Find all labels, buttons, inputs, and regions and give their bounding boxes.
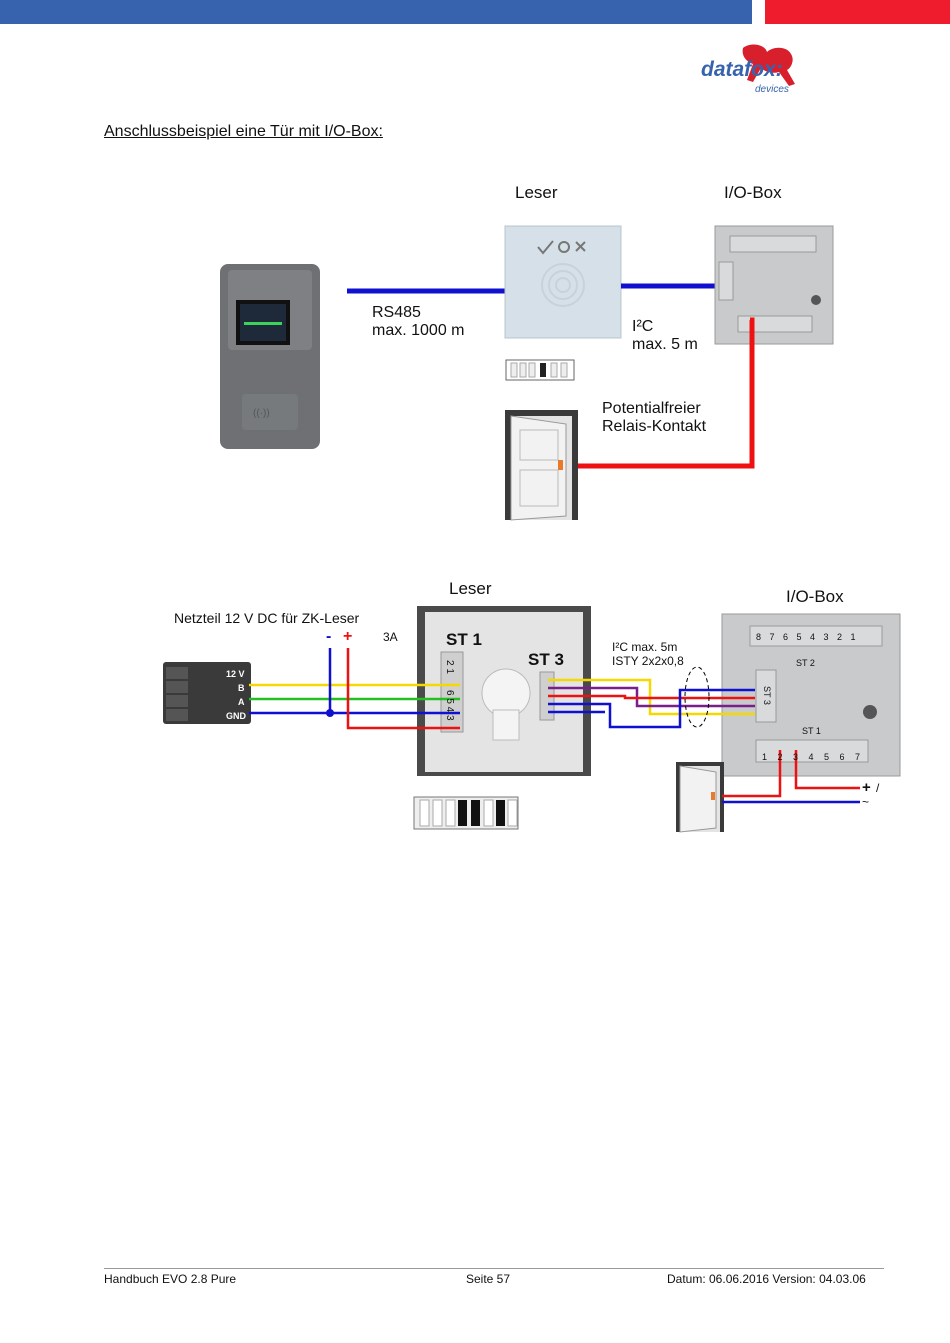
psu-label: Netzteil 12 V DC für ZK-Leser [174,610,360,626]
header-bar-blue [0,0,752,24]
i2c-label-2: I²C max. 5m [612,640,678,654]
wiring-diagrams: ((·)) [163,225,901,833]
pin-a: A [238,697,245,707]
pin-b: B [238,683,245,693]
svg-text:((·)): ((·)) [253,408,270,419]
dip-switch-2 [413,796,519,830]
footer-divider [104,1268,884,1269]
footer-manual: Handbuch EVO 2.8 Pure [104,1272,237,1286]
power-connector [163,662,251,724]
door-2 [676,762,724,833]
power-ac: ~ [862,795,870,809]
reader-st1-lower-pins: 6 5 4 3 [444,690,455,721]
power-plus: + [862,779,871,796]
iobox-label-2: I/O-Box [786,587,844,606]
leser-label-2: Leser [449,579,492,598]
logo-word: datafox: [701,58,783,81]
pin-gnd: GND [226,711,246,721]
reader-st1: ST 1 [446,630,482,649]
psu-minus: - [326,628,332,645]
footer-date-version: Datum: 06.06.2016 Version: 04.03.06 [667,1272,866,1286]
iobox-st1: ST 1 [802,726,821,736]
terminal-device: ((·)) [220,264,320,449]
door-1 [505,410,578,521]
relay-label-line1: Potentialfreier [602,400,701,417]
reader-st3: ST 3 [528,650,564,669]
i2c-label-1: I²C [632,318,654,335]
iobox-st2: ST 2 [796,658,815,668]
io-box-1 [714,225,834,345]
reader-st1-pins: 2 1 [444,660,455,674]
iobox-top-pins: 8 7 6 5 4 3 2 1 [756,632,859,642]
pin-12v: 12 V [226,669,245,679]
datafox-logo: datafox: devices [701,44,795,95]
footer-page: Seite 57 [466,1272,511,1286]
relay-label-line2: Relais-Kontakt [602,418,707,435]
rs485-distance: max. 1000 m [372,322,465,339]
cable-label: ISTY 2x2x0,8 [612,654,684,668]
section-title: Anschlussbeispiel eine Tür mit I/O-Box: [104,123,383,140]
power-sep: / [876,781,880,795]
iobox-label-1: I/O-Box [724,183,782,202]
psu-plus: + [343,628,353,645]
iobox-st3: ST 3 [762,686,772,705]
header-bar-red [765,0,950,24]
iobox-bottom-pins: 1 2 3 4 5 6 7 [762,752,865,762]
i2c-distance-1: max. 5 m [632,336,698,353]
rs485-label: RS485 [372,304,421,321]
io-box-2 [721,613,901,777]
reader-device [504,225,622,339]
fuse-label: 3A [383,630,398,644]
leser-label-1: Leser [515,183,558,202]
logo-sub: devices [755,84,789,95]
reader-device-2 [417,606,591,776]
dip-switch-1 [505,359,575,381]
